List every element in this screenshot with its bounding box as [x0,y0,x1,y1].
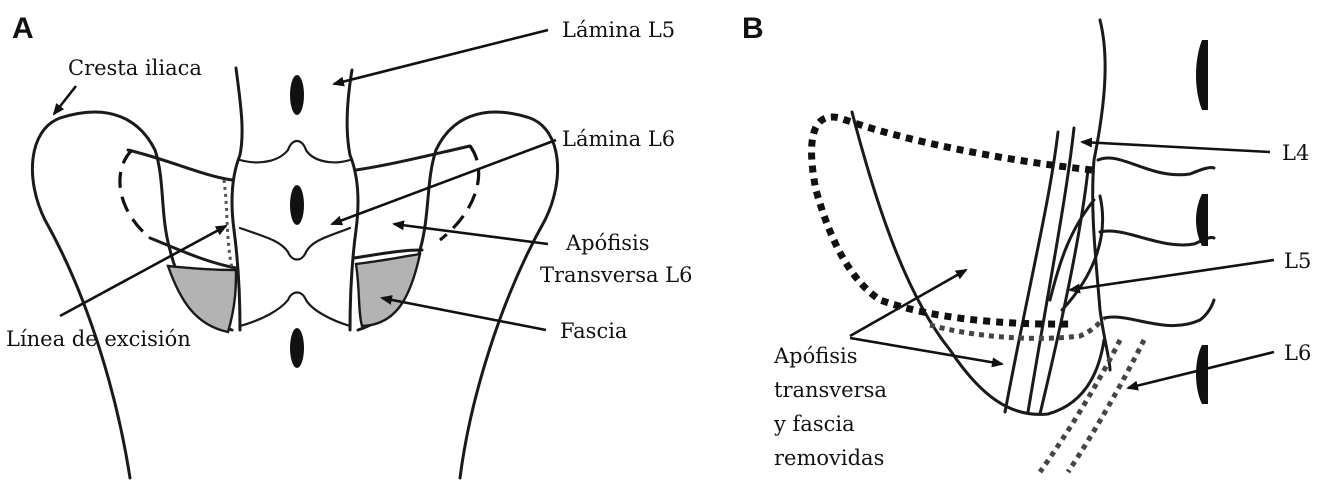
arrow-cresta-iliaca [54,86,76,114]
label-removed-line2: transversa [774,378,887,402]
lamina-lower-shape [290,328,304,368]
label-l5: L5 [1284,249,1311,273]
panel-b-letter: B [742,12,764,45]
arrow-apofisis [394,224,548,244]
b-ilium-outline [852,112,1104,414]
label-cresta-iliaca: Cresta iliaca [68,56,202,80]
label-linea-excision: Línea de excisión [6,327,191,351]
arrow-removed-lower [850,338,1002,364]
b-removed-inner-dots [930,318,1104,338]
arrow-lamina-l5 [334,30,548,84]
label-fascia: Fascia [560,319,627,343]
label-apofisis-line1: Apófisis [565,231,650,255]
vertebra-notch-upper [240,141,350,162]
panel-b: B L4 L5 L6 Apófisis transv [742,12,1311,472]
b-spine-process-mid [1100,231,1214,245]
b-vertebra-marker-1 [1196,40,1208,110]
label-removed-line1: Apófisis [773,344,858,368]
panel-a-letter: A [12,12,34,45]
b-vertebra-marker-2 [1196,194,1208,246]
b-spine-edge-right [1098,158,1214,175]
b-l6-dots-right [1068,340,1144,472]
label-apofisis-line2: Transversa L6 [540,263,692,287]
label-removed-line3: y fascia [773,412,855,436]
arrow-l4 [1082,142,1270,152]
right-excision-dash [440,146,479,240]
left-transverse-top [128,150,232,180]
left-excision-dash [120,150,150,238]
lamina-l5-shape [290,75,304,115]
b-vertebra-marker-3 [1196,345,1208,404]
label-l6: L6 [1284,341,1311,365]
label-l4: L4 [1282,141,1309,165]
label-removed-line4: removidas [774,446,884,470]
arrow-fascia [382,298,546,330]
b-removed-outline [812,117,1092,324]
right-fascia-shape [356,254,420,326]
vertebra-notch-lower [240,228,350,260]
spine-right-edge [347,70,358,330]
panel-a: A Lámina L5 Lámina L6 [6,12,692,478]
label-lamina-l6: Lámina L6 [562,127,675,151]
right-transverse-top [356,146,470,170]
lamina-l6-shape [290,185,304,225]
vertebra-notch-base [240,293,350,327]
b-spine-process-low [1104,300,1214,326]
label-lamina-l5: Lámina L5 [562,18,675,42]
left-fascia-shape [168,266,236,332]
arrow-l5 [1070,260,1274,290]
